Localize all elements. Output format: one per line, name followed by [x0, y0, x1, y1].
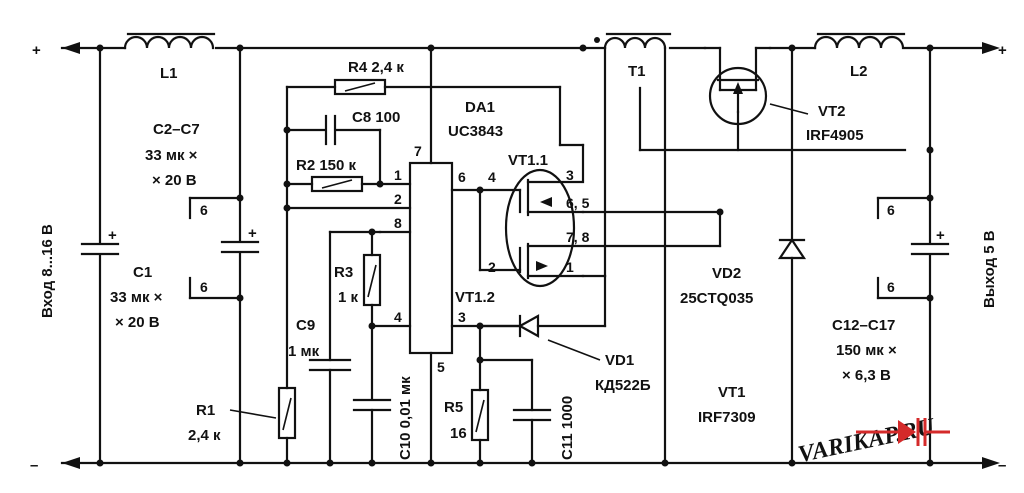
vt2-name: VT2	[818, 103, 846, 120]
vt12-label: VT1.2	[455, 289, 495, 306]
c8-label: C8 100	[352, 109, 400, 126]
plus-right-label: +	[998, 42, 1007, 59]
resistor-r3	[362, 230, 382, 400]
vt11-pin-3: 3	[566, 167, 574, 183]
l1-label: L1	[160, 65, 178, 82]
resistor-r2	[285, 175, 412, 210]
resistor-r1	[277, 85, 297, 465]
ic-pin-4: 4	[394, 309, 402, 325]
c12c17-name: C12–C17	[832, 317, 895, 334]
diode-vd1	[478, 314, 607, 338]
c2c7-value2: × 20 В	[152, 172, 197, 189]
r2-label: R2 150 к	[296, 157, 357, 174]
vt12-pin-2: 2	[488, 259, 496, 275]
c12c17-value2: × 6,3 В	[842, 367, 891, 384]
vt12-pin-1: 1	[566, 259, 574, 275]
capacitor-c1: +	[80, 46, 120, 465]
ic-pin-3: 3	[458, 309, 466, 325]
diode-vd2	[777, 46, 807, 465]
vt1-name: VT1	[718, 384, 746, 401]
c9-name: C9	[296, 317, 315, 334]
l2-label: L2	[850, 63, 868, 80]
ic-pin-5: 5	[437, 359, 445, 375]
r5-name: R5	[444, 399, 463, 416]
plus-left-label: +	[32, 42, 41, 59]
svg-text:+: +	[248, 225, 257, 242]
c11-label: C11 1000	[559, 396, 576, 460]
c2c7-name: C2–C7	[153, 121, 200, 138]
r5-value: 16	[450, 425, 467, 442]
transformer-t1	[594, 32, 672, 465]
c12c17-value1: 150 мк ×	[836, 342, 897, 359]
c9-value: 1 мк	[288, 343, 320, 360]
positive-rail	[60, 42, 1000, 54]
c1-six-label: 6	[200, 279, 208, 295]
ic-pin-2: 2	[394, 191, 402, 207]
input-label: Вход 8...16 В	[39, 224, 56, 318]
resistor-r5	[470, 324, 534, 465]
negative-rail	[60, 457, 1000, 469]
r1-name: R1	[196, 402, 215, 419]
vt11-pin-65: 6, 5	[566, 195, 590, 211]
vt11-label: VT1.1	[508, 152, 548, 169]
da1-part: UC3843	[448, 123, 503, 140]
output-label: Выход 5 В	[981, 230, 998, 308]
r1-value: 2,4 к	[188, 427, 221, 444]
c2c7-value1: 33 мк ×	[145, 147, 198, 164]
c10-label: C10 0,01 мк	[397, 376, 414, 460]
watermark-logo: VARIKAP.RU	[796, 414, 950, 468]
inductor-l1	[123, 32, 216, 50]
svg-text:+: +	[108, 227, 117, 244]
c2-six-label: 6	[200, 202, 208, 218]
vt1-part: IRF7309	[698, 409, 756, 426]
vd1-part: КД522Б	[595, 377, 651, 394]
minus-right-label: –	[998, 457, 1006, 474]
vd2-name: VD2	[712, 265, 741, 282]
da1-name: DA1	[465, 99, 495, 116]
vt2-part: IRF4905	[806, 127, 864, 144]
capacitor-c9	[308, 358, 352, 465]
r3-value: 1 к	[338, 289, 359, 306]
ic-pin-6: 6	[458, 169, 466, 185]
r4-label: R4 2,4 к	[348, 59, 404, 76]
inductor-l2	[813, 32, 906, 50]
ic-pin-1: 1	[394, 167, 402, 183]
vd1-name: VD1	[605, 352, 634, 369]
vd2-part: 25CTQ035	[680, 290, 753, 307]
vt12-pin-78: 7, 8	[566, 229, 590, 245]
mosfet-vt2	[638, 46, 907, 152]
ic-pin-7: 7	[414, 143, 422, 159]
ic-pin-8: 8	[394, 215, 402, 231]
capacitor-c2-c7: +	[188, 46, 260, 465]
c12-six-top: 6	[887, 202, 895, 218]
t1-label: T1	[628, 63, 646, 80]
resistor-r4	[285, 78, 585, 182]
c1-name: C1	[133, 264, 152, 281]
c1-value1: 33 мк ×	[110, 289, 163, 306]
c1-value2: × 20 В	[115, 314, 160, 331]
capacitor-c8	[285, 114, 382, 186]
c12-six-bottom: 6	[887, 279, 895, 295]
r3-name: R3	[334, 264, 353, 281]
capacitor-c11	[512, 358, 552, 465]
junction-dots	[96, 44, 934, 467]
capacitor-c12-c17: +	[876, 46, 950, 465]
minus-left-label: –	[30, 457, 38, 474]
vt11-pin-4: 4	[488, 169, 496, 185]
svg-text:+: +	[936, 227, 945, 244]
capacitor-c10	[352, 398, 392, 465]
